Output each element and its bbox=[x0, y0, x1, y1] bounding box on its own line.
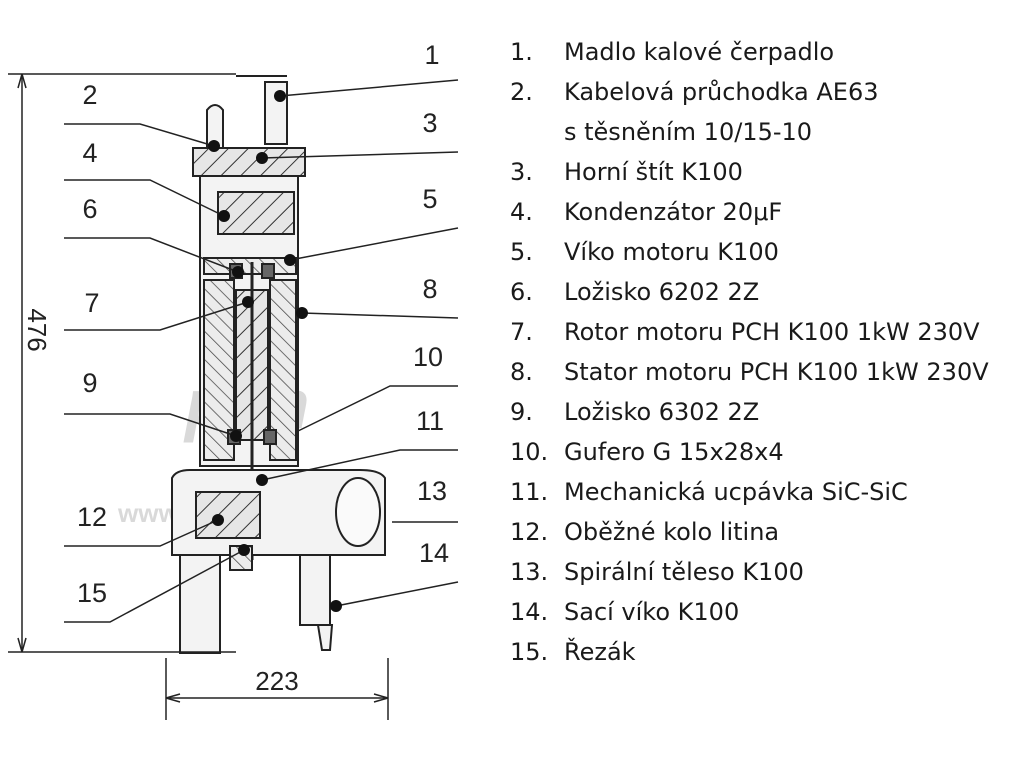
legend-item: 11. Mechanická ucpávka SiC-SiC bbox=[510, 472, 1020, 512]
callout-13: 13 bbox=[417, 476, 447, 506]
legend-item: 9. Ložisko 6302 2Z bbox=[510, 392, 1020, 432]
stator-right-shape bbox=[269, 279, 297, 461]
legend-item: 5. Víko motoru K100 bbox=[510, 232, 1020, 272]
legend-item: 13. Spirální těleso K100 bbox=[510, 552, 1020, 592]
legend-item-number: 4. bbox=[510, 198, 533, 226]
legend-item-number: 12. bbox=[510, 518, 549, 546]
legend-item-text: Řezák bbox=[564, 638, 636, 666]
impeller-shape bbox=[195, 491, 261, 539]
legend-item-text: Spirální těleso K100 bbox=[564, 558, 804, 586]
legend-item: s těsněním 10/15-10 bbox=[510, 112, 1020, 152]
legend-item-number: 10. bbox=[510, 438, 549, 466]
legend-item: 1. Madlo kalové čerpadlo bbox=[510, 32, 1020, 72]
intake-leg-right-shape bbox=[299, 554, 331, 626]
legend-item: 7. Rotor motoru PCH K100 1kW 230V bbox=[510, 312, 1020, 352]
callout-2: 2 bbox=[82, 80, 97, 110]
callout-1: 1 bbox=[424, 40, 439, 70]
legend-item: 10. Gufero G 15x28x4 bbox=[510, 432, 1020, 472]
volute-outlet-shape bbox=[335, 477, 381, 547]
callout-15: 15 bbox=[77, 578, 107, 608]
legend-item: 8. Stator motoru PCH K100 1kW 230V bbox=[510, 352, 1020, 392]
callout-6: 6 bbox=[82, 194, 97, 224]
legend-item: 6. Ložisko 6202 2Z bbox=[510, 272, 1020, 312]
legend-item-text: Kabelová průchodka AE63 bbox=[564, 78, 879, 106]
callout-labels: 1 2 3 4 5 6 7 8 9 10 11 12 13 14 15 bbox=[77, 40, 449, 608]
parts-legend: 1. Madlo kalové čerpadlo 2. Kabelová průcho… bbox=[510, 32, 1020, 672]
pump-body bbox=[171, 75, 386, 654]
legend-item-number: 9. bbox=[510, 398, 533, 426]
width-dimension-label: 223 bbox=[255, 666, 298, 696]
legend-item-text: Madlo kalové čerpadlo bbox=[564, 38, 835, 66]
legend-item-text: Rotor motoru PCH K100 1kW 230V bbox=[564, 318, 980, 346]
callout-5: 5 bbox=[422, 184, 437, 214]
callout-7: 7 bbox=[84, 288, 99, 318]
legend-item: 14. Sací víko K100 bbox=[510, 592, 1020, 632]
legend-item-text: Mechanická ucpávka SiC-SiC bbox=[564, 478, 908, 506]
legend-item-number: 2. bbox=[510, 78, 533, 106]
height-dimension-label: 476 bbox=[22, 308, 52, 351]
motor-lid-shape bbox=[203, 257, 297, 275]
callout-8: 8 bbox=[422, 274, 437, 304]
capacitor-shape bbox=[217, 191, 295, 235]
legend-item-text: s těsněním 10/15-10 bbox=[564, 118, 813, 146]
legend-item-text: Víko motoru K100 bbox=[564, 238, 779, 266]
legend-item-text: Ložisko 6202 2Z bbox=[564, 278, 760, 306]
legend-item-number: 7. bbox=[510, 318, 533, 346]
callout-14: 14 bbox=[419, 538, 449, 568]
callout-12: 12 bbox=[77, 502, 107, 532]
bearing-lower-right bbox=[263, 429, 277, 445]
pump-cross-section-drawing: pch www.pumpicko.cz bbox=[8, 40, 459, 720]
legend-item-text: Sací víko K100 bbox=[564, 598, 740, 626]
height-dimension bbox=[8, 73, 236, 653]
legend-item-text: Kondenzátor 20μF bbox=[564, 198, 783, 226]
legend-item: 12. Oběžné kolo litina bbox=[510, 512, 1020, 552]
callout-9: 9 bbox=[82, 368, 97, 398]
legend-item-number: 5. bbox=[510, 238, 533, 266]
callout-11: 11 bbox=[416, 406, 444, 436]
legend-item-number: 1. bbox=[510, 38, 533, 66]
intake-leg-left-shape bbox=[179, 554, 221, 654]
width-dimension bbox=[165, 658, 389, 720]
bearing-upper-right bbox=[261, 263, 275, 279]
legend-item-text: Gufero G 15x28x4 bbox=[564, 438, 784, 466]
legend-item-number: 15. bbox=[510, 638, 549, 666]
top-shield-shape bbox=[192, 147, 306, 177]
legend-item: 3. Horní štít K100 bbox=[510, 152, 1020, 192]
legend-item-number: 6. bbox=[510, 278, 533, 306]
legend-item-text: Stator motoru PCH K100 1kW 230V bbox=[564, 358, 989, 386]
cable-gland-shape bbox=[206, 104, 224, 149]
legend-item-text: Horní štít K100 bbox=[564, 158, 743, 186]
legend-item-number: 3. bbox=[510, 158, 533, 186]
leader-dots bbox=[208, 90, 342, 612]
callout-10: 10 bbox=[413, 342, 443, 372]
legend-item: 15. Řezák bbox=[510, 632, 1020, 672]
legend-item: 4. Kondenzátor 20μF bbox=[510, 192, 1020, 232]
callout-3: 3 bbox=[422, 108, 437, 138]
legend-item-number: 11. bbox=[510, 478, 549, 506]
intake-foot-shape bbox=[316, 624, 334, 651]
callout-4: 4 bbox=[82, 138, 97, 168]
legend-item: 2. Kabelová průchodka AE63 bbox=[510, 72, 1020, 112]
leader-lines bbox=[64, 79, 459, 623]
legend-item-number: 14. bbox=[510, 598, 549, 626]
legend-item-text: Oběžné kolo litina bbox=[564, 518, 780, 546]
legend-item-text: Ložisko 6302 2Z bbox=[564, 398, 760, 426]
legend-item-number: 8. bbox=[510, 358, 533, 386]
legend-item-number: 13. bbox=[510, 558, 549, 586]
